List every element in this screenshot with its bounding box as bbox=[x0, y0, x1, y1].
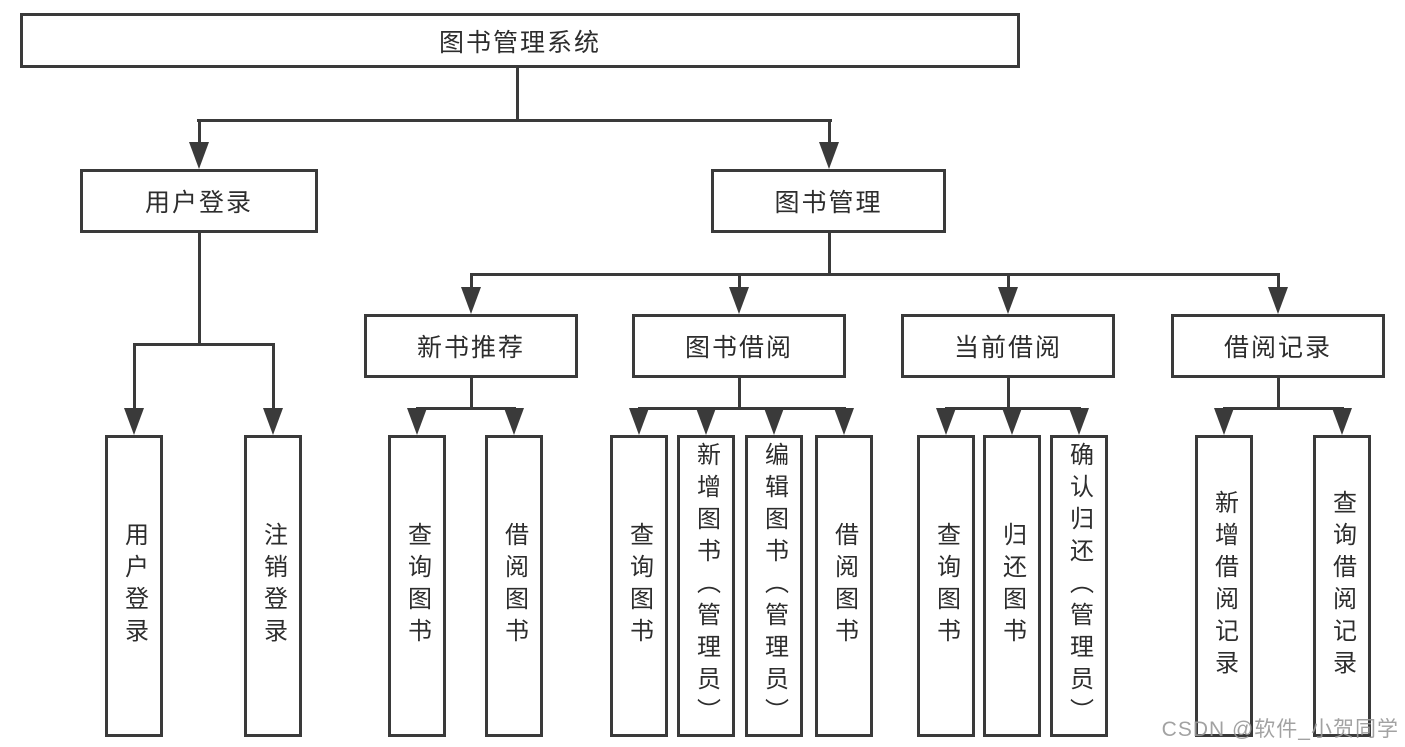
connector-line bbox=[133, 343, 136, 411]
arrowhead-icon bbox=[764, 408, 784, 435]
node-book-borrow: 图书借阅 bbox=[632, 314, 846, 378]
connector-line bbox=[738, 273, 741, 291]
arrowhead-icon bbox=[1002, 408, 1022, 435]
node-current-query-books: 查询图书 bbox=[917, 435, 975, 737]
arrowhead-icon bbox=[407, 408, 427, 435]
node-label: 查询图书 bbox=[625, 522, 653, 650]
node-label: 新书推荐 bbox=[416, 334, 525, 362]
connector-line bbox=[828, 119, 831, 146]
node-label: 查询图书 bbox=[403, 522, 431, 650]
node-label: 用户登录 bbox=[144, 189, 253, 217]
node-label: 编辑图书（管理员） bbox=[760, 442, 788, 730]
node-add-books-admin: 新增图书（管理员） bbox=[677, 435, 735, 737]
node-root: 图书管理系统 bbox=[20, 13, 1020, 68]
connector-line bbox=[416, 407, 516, 410]
node-label: 新增图书（管理员） bbox=[692, 442, 720, 730]
node-label: 归还图书 bbox=[998, 522, 1026, 650]
arrowhead-icon bbox=[189, 142, 209, 169]
node-label: 当前借阅 bbox=[953, 334, 1062, 362]
node-add-borrow-record: 新增借阅记录 bbox=[1195, 435, 1253, 737]
arrowhead-icon bbox=[1332, 408, 1352, 435]
node-label: 借阅图书 bbox=[500, 522, 528, 650]
connector-line bbox=[198, 119, 201, 146]
node-recommend-query-books: 查询图书 bbox=[388, 435, 446, 737]
connector-line bbox=[272, 343, 275, 411]
node-return-books: 归还图书 bbox=[983, 435, 1041, 737]
connector-line bbox=[198, 233, 201, 345]
connector-line bbox=[197, 119, 832, 122]
arrowhead-icon bbox=[834, 408, 854, 435]
node-label: 图书借阅 bbox=[684, 334, 793, 362]
arrowhead-icon bbox=[1214, 408, 1234, 435]
node-label: 确认归还（管理员） bbox=[1065, 442, 1093, 730]
node-new-book-recommend: 新书推荐 bbox=[364, 314, 578, 378]
node-current-borrow: 当前借阅 bbox=[901, 314, 1115, 378]
arrowhead-icon bbox=[696, 408, 716, 435]
node-label: 查询图书 bbox=[932, 522, 960, 650]
node-label: 借阅记录 bbox=[1223, 334, 1332, 362]
node-label: 图书管理 bbox=[774, 189, 883, 217]
connector-line bbox=[133, 343, 275, 346]
connector-line bbox=[1007, 378, 1010, 409]
arrowhead-icon bbox=[504, 408, 524, 435]
arrowhead-icon bbox=[729, 287, 749, 314]
node-label: 注销登录 bbox=[259, 522, 287, 650]
arrowhead-icon bbox=[124, 408, 144, 435]
node-borrow-query-books: 查询图书 bbox=[610, 435, 668, 737]
connector-line bbox=[516, 68, 519, 121]
connector-line bbox=[738, 378, 741, 409]
connector-line bbox=[1277, 273, 1280, 291]
arrowhead-icon bbox=[936, 408, 956, 435]
node-book-management: 图书管理 bbox=[711, 169, 946, 233]
arrowhead-icon bbox=[1268, 287, 1288, 314]
node-logout-action: 注销登录 bbox=[244, 435, 302, 737]
node-label: 新增借阅记录 bbox=[1210, 490, 1238, 682]
arrowhead-icon bbox=[819, 142, 839, 169]
connector-line bbox=[638, 407, 846, 410]
node-label: 借阅图书 bbox=[830, 522, 858, 650]
node-borrow-records: 借阅记录 bbox=[1171, 314, 1385, 378]
node-confirm-return-admin: 确认归还（管理员） bbox=[1050, 435, 1108, 737]
arrowhead-icon bbox=[998, 287, 1018, 314]
csdn-watermark: CSDN @软件_小贺同学 bbox=[1161, 718, 1399, 741]
connector-line bbox=[1007, 273, 1010, 291]
node-recommend-borrow-books: 借阅图书 bbox=[485, 435, 543, 737]
arrowhead-icon bbox=[1069, 408, 1089, 435]
node-label: 查询借阅记录 bbox=[1328, 490, 1356, 682]
node-label: 图书管理系统 bbox=[438, 28, 601, 57]
node-user-login: 用户登录 bbox=[80, 169, 318, 233]
node-edit-books-admin: 编辑图书（管理员） bbox=[745, 435, 803, 737]
arrowhead-icon bbox=[629, 408, 649, 435]
connector-line bbox=[1277, 378, 1280, 409]
connector-line bbox=[1223, 407, 1344, 410]
connector-line bbox=[470, 273, 473, 291]
node-borrow-books-action: 借阅图书 bbox=[815, 435, 873, 737]
connector-line bbox=[470, 378, 473, 409]
connector-line bbox=[470, 273, 1280, 276]
node-query-borrow-record: 查询借阅记录 bbox=[1313, 435, 1371, 737]
arrowhead-icon bbox=[461, 287, 481, 314]
node-user-login-action: 用户登录 bbox=[105, 435, 163, 737]
arrowhead-icon bbox=[263, 408, 283, 435]
connector-line bbox=[828, 233, 831, 275]
node-label: 用户登录 bbox=[120, 522, 148, 650]
